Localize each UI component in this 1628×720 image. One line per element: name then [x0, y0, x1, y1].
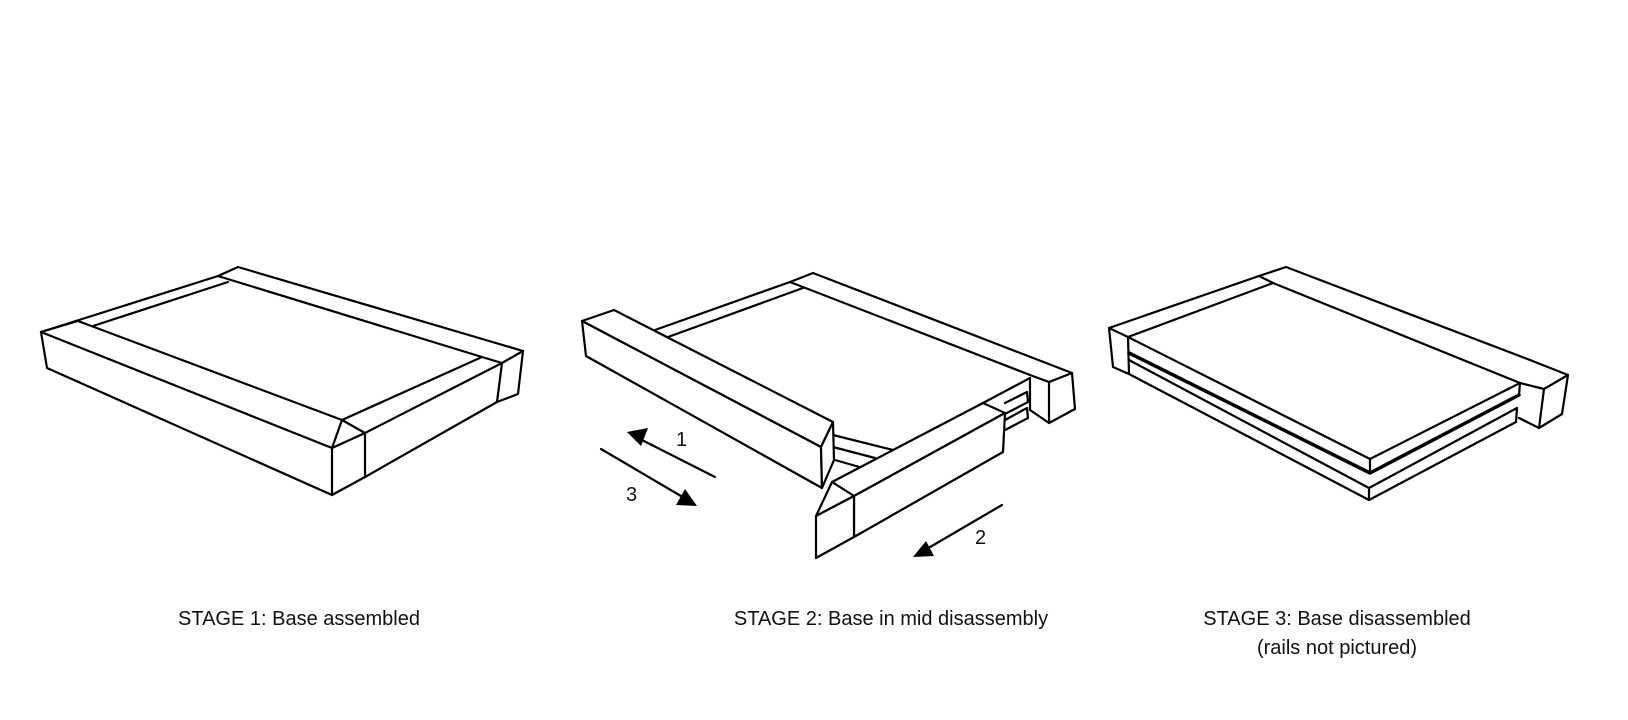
arrow-2-label: 2 [975, 527, 987, 549]
stage-3-caption: STAGE 3: Base disassembled (rails not pi… [1203, 605, 1471, 663]
arrow-1-label: 1 [676, 429, 688, 451]
stage-3-base-disassembled [1107, 265, 1570, 502]
stage-1-base-assembled [39, 265, 525, 497]
stage-3-caption-title: STAGE 3: Base disassembled [1203, 608, 1471, 630]
stage-3-caption-note: (rails not pictured) [1256, 637, 1418, 659]
stage-1-caption: STAGE 1: Base assembled [178, 608, 420, 630]
arrow-1 [627, 428, 717, 479]
arrow-3-label: 3 [626, 484, 638, 506]
arrow-2 [913, 503, 1004, 557]
stage-2-caption: STAGE 2: Base in mid disassembly [733, 608, 1049, 630]
stage-2-base-mid-disassembly [580, 271, 1077, 560]
arrow-3 [599, 447, 697, 506]
